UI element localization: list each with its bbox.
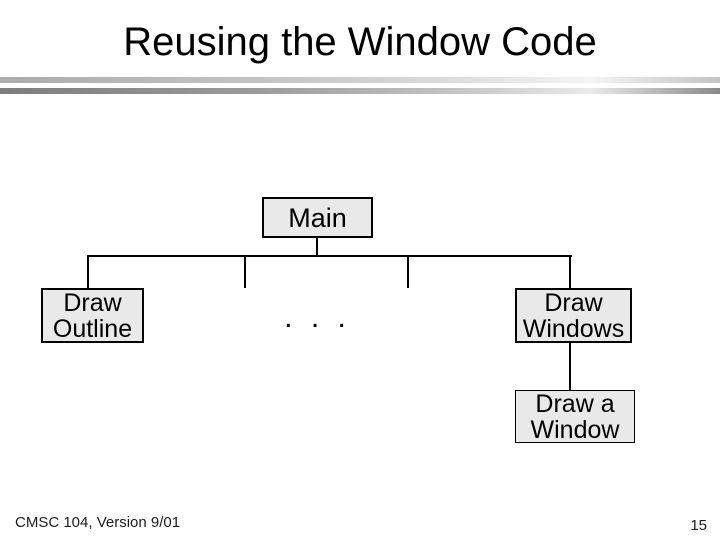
node-draw-windows: Draw Windows <box>515 288 632 343</box>
title-rule-upper <box>0 77 720 83</box>
connector-main-stem <box>316 237 318 256</box>
connector-stub-mid-2 <box>407 256 409 288</box>
node-main: Main <box>262 197 373 238</box>
connector-stub-left <box>87 255 89 288</box>
connector-windows-stem <box>569 343 571 390</box>
connector-horizontal <box>87 255 572 257</box>
ellipsis-text: . . . <box>284 301 351 334</box>
slide-title: Reusing the Window Code <box>123 20 597 64</box>
node-draw-windows-line2: Windows <box>522 314 625 343</box>
footer-text: CMSC 104, Version 9/01 <box>15 514 181 531</box>
node-draw-a-window: Draw a Window <box>515 390 635 443</box>
node-draw-a-window-line2: Window <box>530 415 620 444</box>
page-number: 15 <box>690 517 707 534</box>
connector-stub-right <box>569 255 571 288</box>
node-draw-outline-line1: Draw <box>63 288 122 317</box>
node-draw-a-window-line1: Draw a <box>535 389 615 418</box>
title-rule-lower <box>0 88 720 94</box>
node-draw-windows-line1: Draw <box>544 288 603 317</box>
node-draw-outline-line2: Outline <box>52 314 133 343</box>
node-draw-outline: Draw Outline <box>41 288 144 343</box>
connector-stub-mid-1 <box>244 256 246 288</box>
node-main-label: Main <box>288 202 347 233</box>
